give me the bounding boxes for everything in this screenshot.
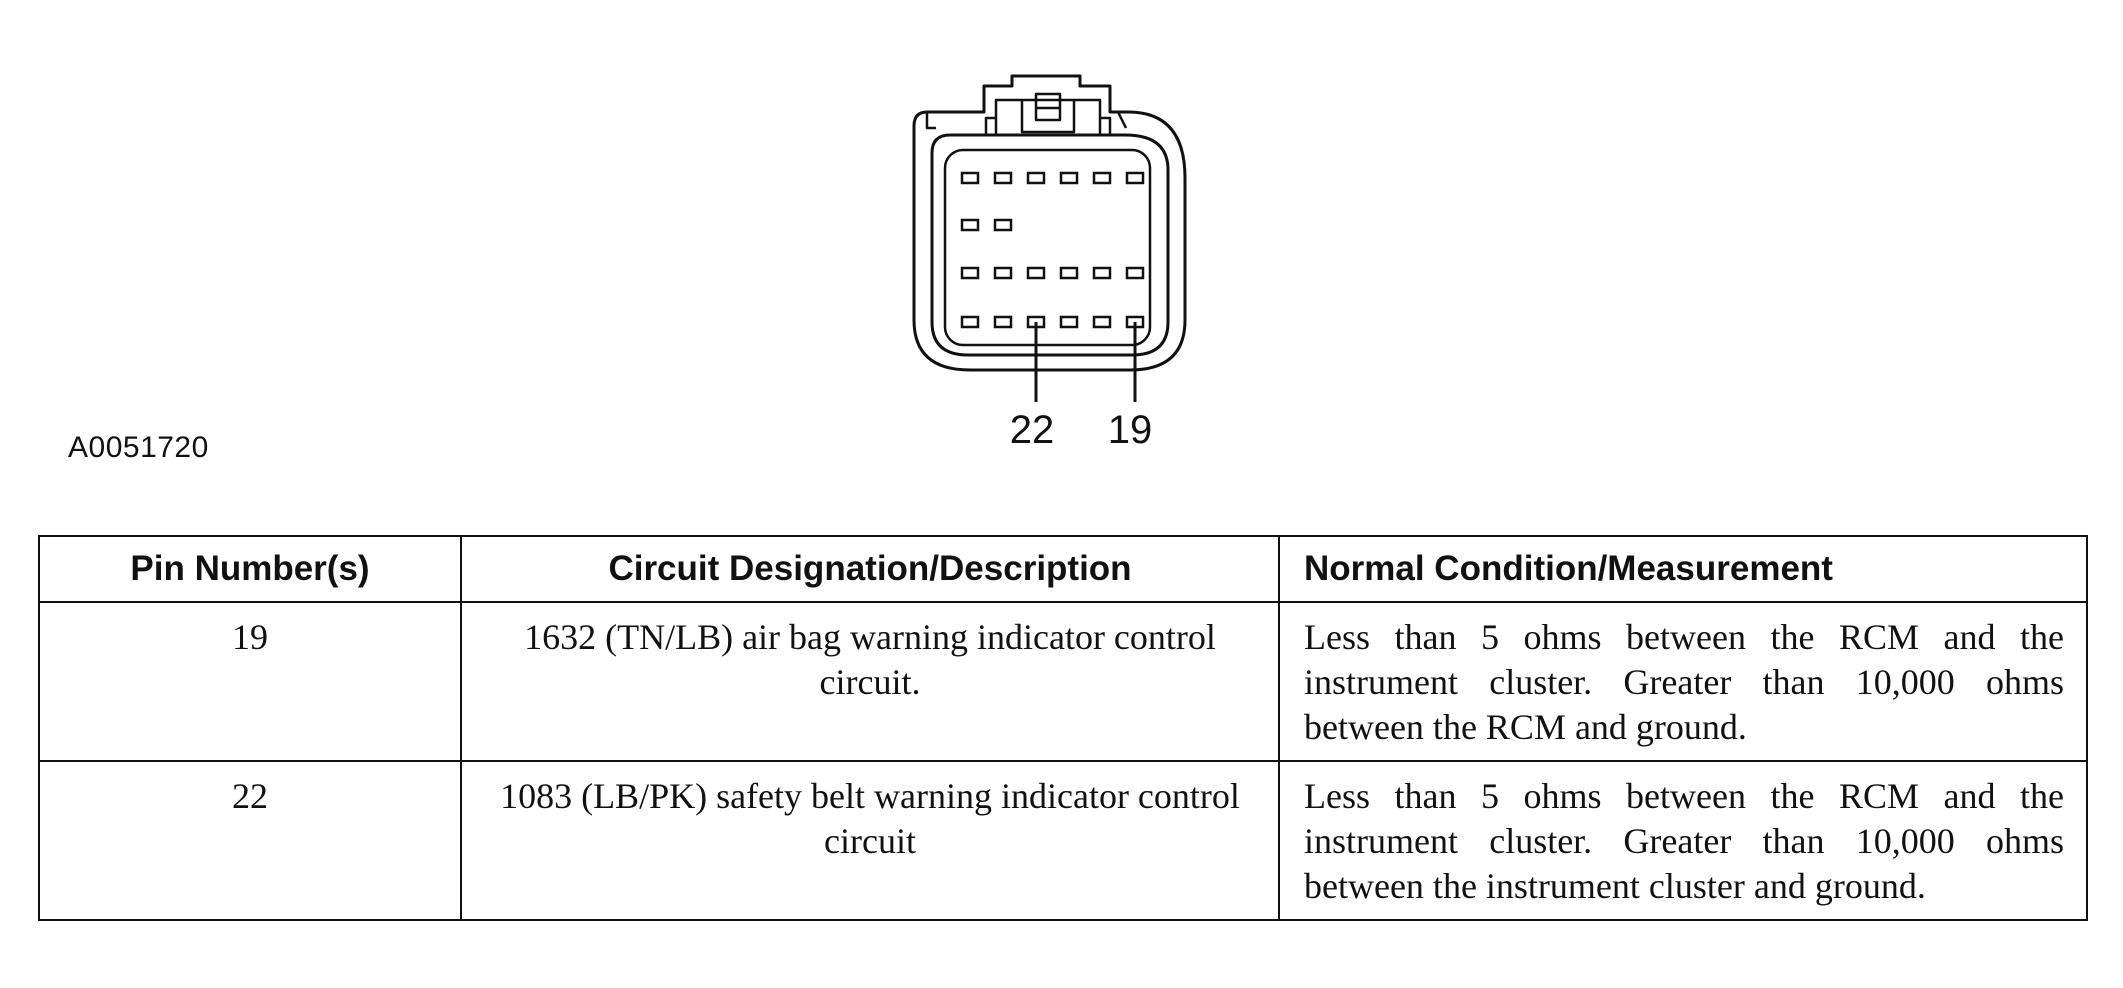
pin-cavity: [1092, 266, 1112, 280]
cell-measurement: Less than 5 ohms between the RCM and the…: [1278, 760, 2088, 921]
pin-cavity: [993, 171, 1013, 185]
connector-inner-body: [930, 133, 1170, 357]
pin-cavity: [993, 315, 1013, 329]
cell-pin-number: 22: [38, 760, 462, 921]
pin-cavity: [960, 171, 980, 185]
pin-cavity: [993, 218, 1013, 232]
header-pin-numbers: Pin Number(s): [38, 535, 462, 603]
header-normal-condition: Normal Condition/Measurement: [1278, 535, 2088, 603]
pin-cavity: [1092, 171, 1112, 185]
pin-cavity: [1026, 266, 1046, 280]
table-row: 22 1083 (LB/PK) safety belt warning indi…: [38, 760, 2088, 921]
pin-cavity: [1125, 266, 1145, 280]
pin-cavity: [1059, 171, 1079, 185]
pin-cavity: [960, 218, 980, 232]
pin-table: Pin Number(s) Circuit Designation/Descri…: [38, 535, 2088, 921]
cell-circuit-description: 1083 (LB/PK) safety belt warning indicat…: [460, 760, 1280, 921]
connector-outer-shell: [912, 74, 1187, 372]
connector-locking-tab: [925, 92, 1128, 135]
pin-cavity: [1092, 315, 1112, 329]
pin-cavity: [960, 266, 980, 280]
header-circuit-description: Circuit Designation/Description: [460, 535, 1280, 603]
pin-cavity: [960, 315, 980, 329]
cell-circuit-description: 1632 (TN/LB) air bag warning indicator c…: [460, 601, 1280, 762]
cell-measurement: Less than 5 ohms between the RCM and the…: [1278, 601, 2088, 762]
pin-cavity: [1059, 266, 1079, 280]
pin-cavity: [1125, 171, 1145, 185]
table-header-row: Pin Number(s) Circuit Designation/Descri…: [38, 535, 2088, 603]
pin-callout-19: 19: [1108, 408, 1153, 452]
pin-cavity: [1026, 171, 1046, 185]
table-row: 19 1632 (TN/LB) air bag warning indicato…: [38, 601, 2088, 762]
figure-id: A0051720: [68, 431, 209, 464]
pin-cavity: [993, 266, 1013, 280]
connector-pin-field: [943, 148, 1152, 347]
pin-callout-22: 22: [1010, 408, 1055, 452]
pin-cavity: [1059, 315, 1079, 329]
connector-diagram: 22 19: [912, 74, 1187, 452]
cell-pin-number: 19: [38, 601, 462, 762]
